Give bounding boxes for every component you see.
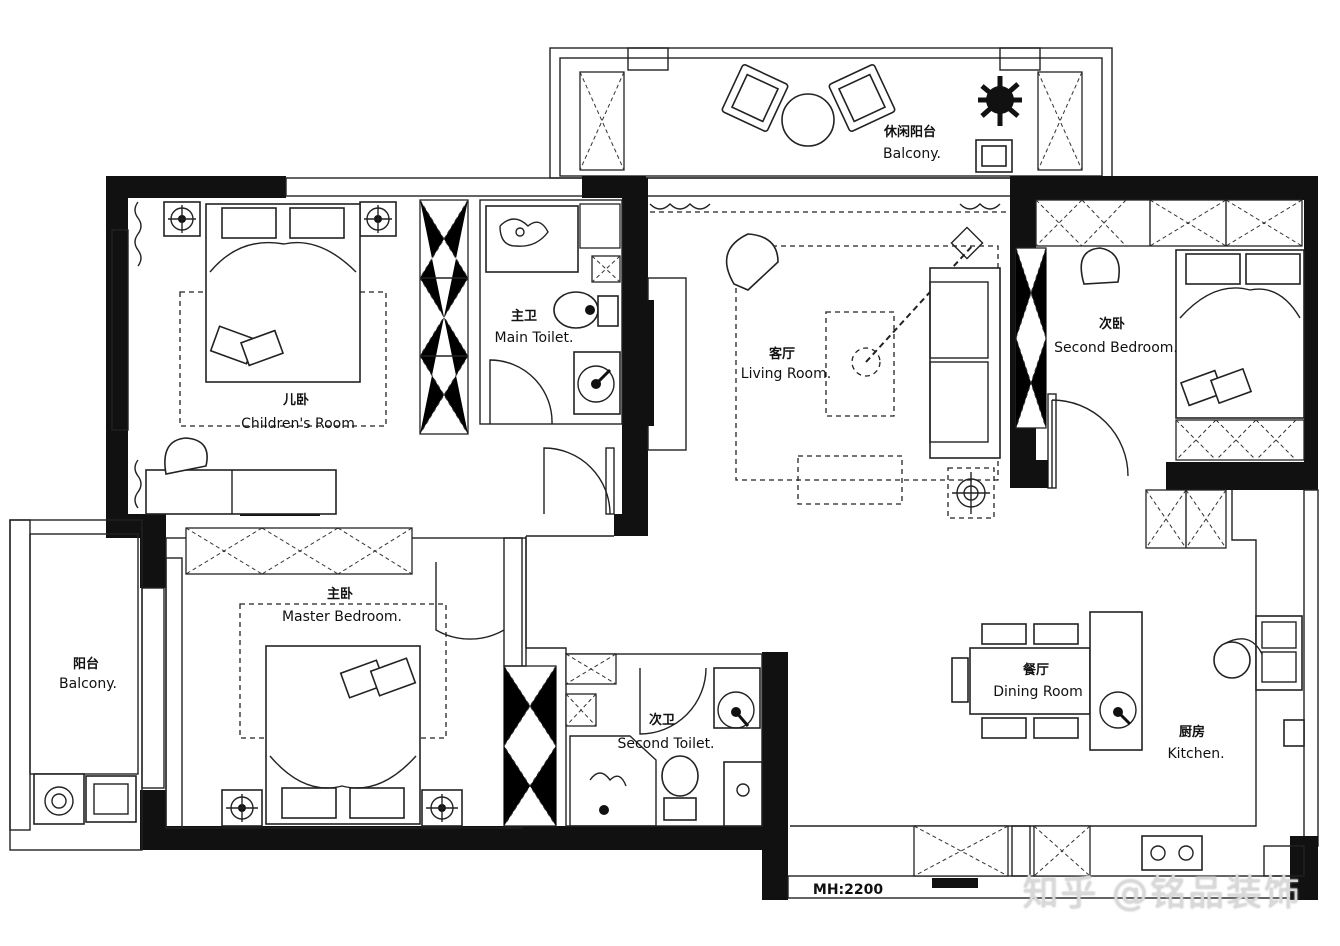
bed-icon bbox=[205, 203, 361, 383]
second-bedroom-label-cn: 次卧 bbox=[1099, 316, 1125, 332]
balcony-top-area: 休闲阳台 Balcony. bbox=[549, 47, 1113, 179]
dining-table-icon bbox=[951, 623, 1091, 739]
living-room-area: 客厅 Living Room. bbox=[649, 203, 1008, 519]
lamp-icon bbox=[221, 789, 263, 827]
lamp-icon bbox=[359, 201, 397, 237]
door-icon bbox=[489, 359, 553, 425]
master-bedroom-label-en: Master Bedroom. bbox=[282, 609, 402, 625]
armchair-icon bbox=[721, 64, 789, 132]
table-icon bbox=[781, 93, 835, 147]
master-bedroom-area: 主卧 Master Bedroom. bbox=[165, 527, 557, 829]
sofa-icon bbox=[929, 267, 1001, 459]
balcony-top-label-cn: 休闲阳台 bbox=[883, 124, 936, 140]
balcony-left-area: 阳台 Balcony. bbox=[9, 519, 143, 851]
balcony-left-label-en: Balcony. bbox=[59, 676, 117, 692]
childrens-room-label-en: Children's Room bbox=[241, 416, 355, 432]
balcony-top-label-en: Balcony. bbox=[883, 146, 941, 162]
person-icon bbox=[1213, 638, 1263, 679]
main-toilet-area: 主卫 Main Toilet. bbox=[479, 199, 623, 425]
door-icon bbox=[1047, 393, 1129, 489]
balcony-left-cabinet bbox=[579, 71, 625, 171]
balcony-left-label-cn: 阳台 bbox=[73, 656, 99, 672]
childrens-room-label-cn: 儿卧 bbox=[282, 393, 309, 408]
washing-machine-icon bbox=[33, 773, 85, 825]
armchair-icon bbox=[828, 64, 896, 132]
second-toilet-label-cn: 次卫 bbox=[649, 712, 675, 728]
door-icon bbox=[543, 447, 615, 515]
lamp-icon bbox=[421, 789, 463, 827]
sink-icon bbox=[1255, 615, 1303, 691]
second-toilet-area: 次卫 Second Toilet. bbox=[565, 653, 763, 827]
dining-room-label-en: Dining Room bbox=[993, 684, 1083, 700]
washing-machine-icon bbox=[975, 139, 1013, 173]
door-icon bbox=[435, 562, 505, 640]
bathtub-icon bbox=[485, 205, 579, 273]
dining-kitchen-area: MH:2200 餐厅 Dining Room 厨房 Kitchen. bbox=[790, 489, 1305, 898]
sink-icon bbox=[1099, 691, 1137, 729]
kitchen-label-en: Kitchen. bbox=[1167, 746, 1224, 762]
second-bedroom-area: 次卧 Second Bedroom. bbox=[1015, 199, 1305, 489]
wardrobe-icon bbox=[503, 665, 557, 827]
stove-icon bbox=[1141, 835, 1203, 871]
armchair-icon bbox=[164, 437, 208, 475]
watermark: 知乎 @铭品装饰 bbox=[1022, 873, 1302, 914]
bed-icon bbox=[265, 645, 421, 825]
plant-icon bbox=[978, 76, 1022, 126]
door-icon bbox=[639, 667, 707, 735]
living-room-label-cn: 客厅 bbox=[769, 346, 795, 362]
kitchen-label-cn: 厨房 bbox=[1179, 724, 1205, 740]
sink-icon bbox=[713, 667, 761, 729]
master-bedroom-label-cn: 主卧 bbox=[327, 586, 353, 602]
tv-unit bbox=[646, 277, 687, 451]
toilet-icon bbox=[661, 755, 699, 821]
armchair-icon bbox=[1080, 247, 1120, 285]
shower-icon bbox=[569, 735, 657, 827]
wardrobe-icon bbox=[419, 199, 469, 435]
armchair-icon bbox=[725, 233, 779, 291]
bed-icon bbox=[1175, 249, 1305, 419]
second-bedroom-label-en: Second Bedroom. bbox=[1054, 340, 1178, 356]
second-toilet-label-en: Second Toilet. bbox=[617, 736, 714, 752]
lamp-icon bbox=[163, 201, 201, 237]
dining-room-label-cn: 餐厅 bbox=[1022, 662, 1049, 678]
toilet-icon bbox=[553, 291, 619, 329]
living-room-label-en: Living Room. bbox=[741, 366, 831, 382]
childrens-room-area: 儿卧 Children's Room bbox=[134, 199, 615, 515]
dimension-label: MH:2200 bbox=[813, 882, 883, 898]
sink-icon bbox=[85, 775, 137, 823]
lamp-icon bbox=[947, 467, 995, 519]
main-toilet-label-cn: 主卫 bbox=[511, 308, 537, 324]
main-toilet-label-en: Main Toilet. bbox=[495, 330, 574, 346]
balcony-right-cabinet bbox=[1037, 71, 1083, 171]
sink-icon bbox=[573, 351, 621, 415]
